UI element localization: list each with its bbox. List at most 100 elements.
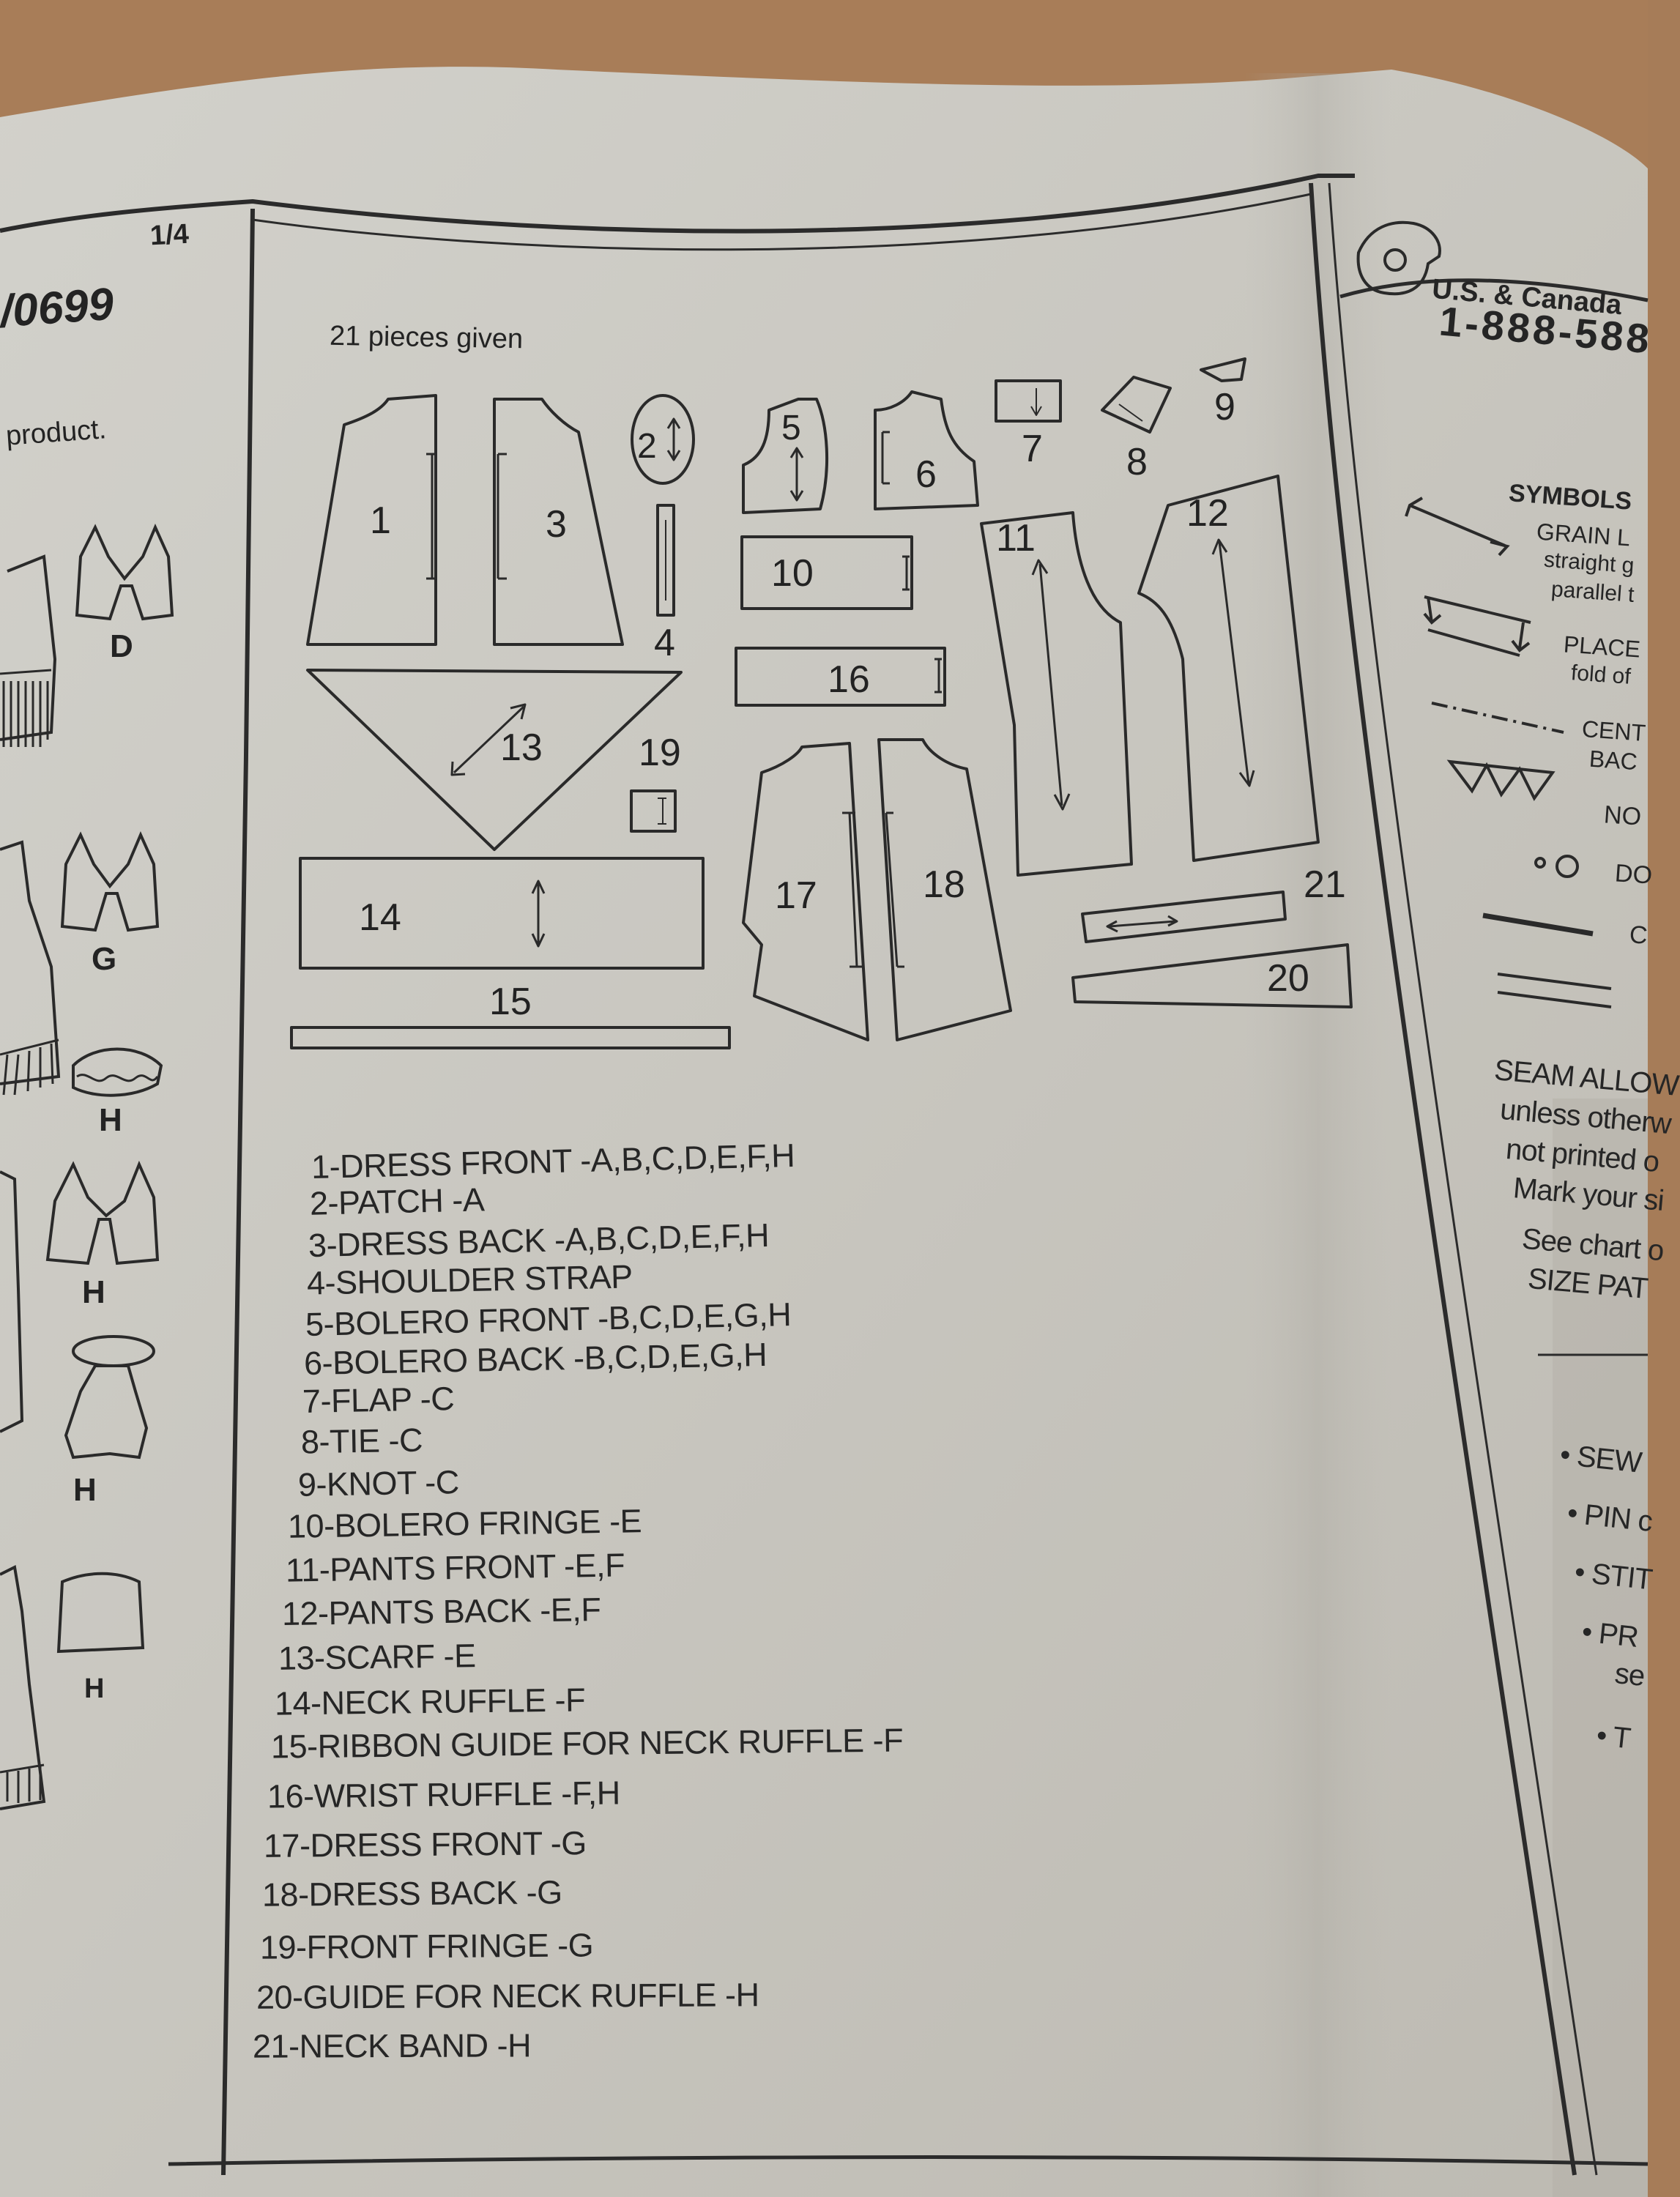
legend-item: 13-SCARF -E [278,1637,476,1677]
piece-number: 10 [771,552,814,595]
stitching-line-symbol [1497,973,1612,1008]
symbol-label: PLACE [1562,631,1642,663]
legend-item: 18-DRESS BACK -G [261,1873,562,1914]
legend-item: 9-KNOT -C [297,1463,460,1503]
view-thumbnail [0,554,57,741]
notches-symbol [1446,759,1556,801]
top-border-inner [252,193,1312,251]
piece-2-shape [631,394,695,485]
left-divider [221,208,255,2176]
piece-number: 17 [775,874,817,917]
piece-11-shape [980,511,1133,877]
legend-item: 2-PATCH -A [309,1181,485,1222]
bottom-border [168,2155,1649,2166]
legend-item: 12-PANTS BACK -E,F [281,1590,601,1633]
piece-19-shape [630,789,677,833]
grainline [885,811,904,968]
symbol-label: NO [1602,800,1643,831]
piece-number: 1 [370,499,391,542]
piece-8-shape [1101,376,1172,434]
grainline [1211,538,1255,787]
grainline [842,811,863,968]
piece-number: 3 [546,503,567,546]
piece-21-shape [1081,891,1287,943]
piece-20-shape [1071,943,1353,1008]
legend-item: 8-TIE -C [300,1421,423,1461]
view-ruffle [64,1364,149,1460]
grainline [1031,559,1071,811]
cutting-line-symbol [1482,912,1594,937]
center-back-symbol [1431,702,1564,734]
legend-item: 20-GUIDE FOR NECK RUFFLE -H [256,1976,759,2016]
grainline [934,658,942,694]
grainline [902,555,910,591]
piece-number: 6 [915,453,937,496]
instruction-item: se [1613,1657,1646,1692]
piece-number: 11 [996,517,1036,560]
legend-item: 21-NECK BAND -H [252,2026,532,2065]
grainline [426,453,436,580]
paper-sheet [0,67,1648,2197]
view-label: H [99,1102,122,1138]
legend-item: 15-RIBBON GUIDE FOR NECK RUFFLE -F [270,1721,904,1766]
piece-number: 8 [1126,441,1148,483]
symbol-label: fold of [1569,661,1632,689]
piece-number: 5 [781,409,801,447]
view-label: H [73,1472,97,1508]
pattern-pieces [290,357,1353,1049]
paper-fold [1245,73,1391,2197]
piece-numbers: 1 2 3 4 5 6 7 8 9 10 11 12 13 14 15 16 1… [359,386,1346,1023]
pieces-given: 21 pieces given [329,320,524,355]
paper-fold-right [1553,1098,1648,2197]
view-thumbnail [60,831,160,932]
right-divider [1309,182,1577,2176]
piece-number: 19 [639,732,681,774]
grainline [450,703,527,776]
piece-number: 14 [359,896,401,939]
dot-small-symbol [1534,857,1546,869]
grainline [789,447,804,502]
piece-17-shape [742,742,869,1041]
piece-number: 20 [1267,957,1309,1000]
instruction-item: • PR [1580,1616,1640,1654]
grain-line-symbol [1405,497,1510,557]
right-panel-top-border [1339,278,1649,302]
place-on-fold-symbol [1423,595,1531,657]
piece-number: 21 [1304,863,1346,906]
view-thumbnail [72,1047,163,1097]
instruction-item: • T [1594,1719,1632,1755]
piece-18-shape [877,738,1012,1041]
view-thumbnail [56,1572,145,1654]
piece-12-shape [1137,475,1320,862]
symbol-label: CENT [1580,715,1647,746]
piece-5-shape [742,398,829,514]
piece-number: 7 [1022,428,1043,470]
piece-number: 9 [1214,386,1235,428]
grainline [1118,404,1143,422]
piece-15-shape [290,1026,731,1049]
pattern-number: /0699 [0,278,116,338]
symbol-graphics [1405,497,1612,1008]
piece-number: 18 [923,863,965,906]
view-ruffle [76,1074,159,1082]
view-label: G [92,941,117,977]
phone-icon [1356,220,1441,296]
symbol-label: DO [1613,859,1654,890]
view-fringe [0,1038,59,1096]
piece-13-shape [306,669,683,851]
grainline [1030,388,1042,416]
legend-item: 11-PANTS FRONT -E,F [285,1546,625,1589]
legend-item: 7-FLAP -C [302,1380,455,1420]
view-fringe [0,669,52,747]
piece-7-shape [995,379,1062,423]
piece-4-shape [656,504,675,617]
view-thumbnails [0,524,174,1810]
piece-1-shape [306,394,437,646]
symbol-label: C [1628,921,1649,950]
grainline [881,431,890,485]
legend-item: 4-SHOULDER STRAP [306,1257,633,1302]
piece-10-shape [740,535,913,610]
view-label: H [82,1274,105,1310]
view-thumbnail [0,840,61,1085]
